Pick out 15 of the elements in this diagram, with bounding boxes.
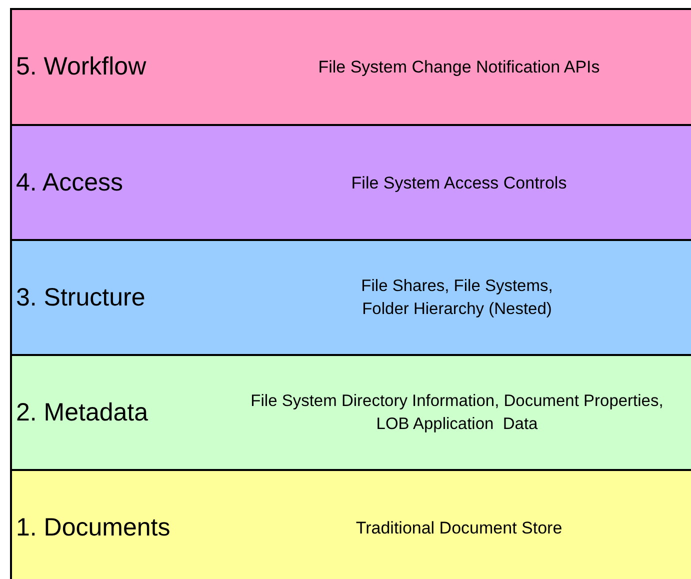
layer-description: Traditional Document Store (354, 518, 564, 540)
layer-title: 5. Workflow (16, 52, 146, 82)
layer-description: File Shares, File Systems, Folder Hierarchy (Nested) (360, 276, 554, 320)
layer-title: 4. Access (16, 168, 123, 197)
layer-title: 1. Documents (16, 514, 170, 542)
layer-band (10, 8, 691, 126)
layer-title: 2. Metadata (16, 398, 148, 427)
layer-band (10, 354, 691, 471)
layer-description: File System Access Controls (350, 172, 568, 194)
layer-description: File System Change Notification APIs (317, 56, 601, 78)
layer-band (10, 469, 691, 579)
layer-description: File System Directory Information, Document Properties, LOB Application Data (250, 390, 664, 434)
layer-band (10, 124, 691, 241)
layer-title: 3. Structure (16, 283, 146, 312)
layer-band (10, 239, 691, 356)
